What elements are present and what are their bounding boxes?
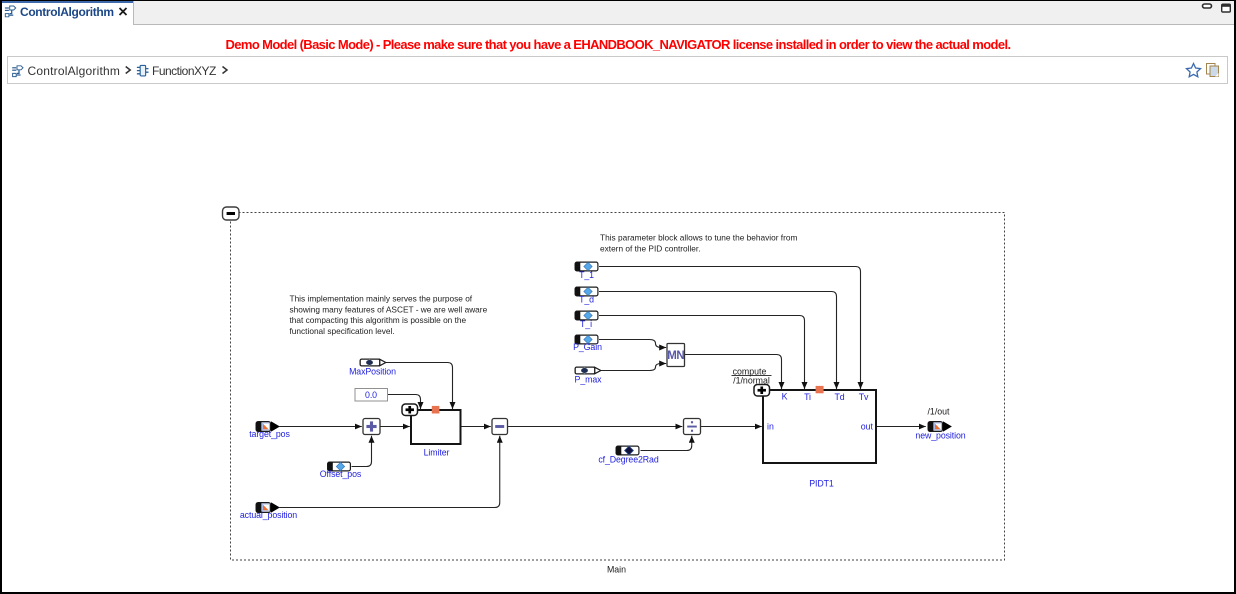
svg-text:PIDT1: PIDT1: [809, 479, 834, 489]
svg-text:T_1: T_1: [579, 270, 594, 280]
svg-text:This parameter block allows to: This parameter block allows to tune the …: [600, 233, 797, 243]
svg-text:K: K: [782, 392, 788, 402]
svg-text:showing many features of ASCET: showing many features of ASCET - we are …: [290, 304, 488, 314]
svg-text:in: in: [767, 422, 774, 432]
svg-text:T_i: T_i: [580, 319, 592, 329]
svg-text:P_max: P_max: [575, 375, 603, 385]
svg-text:Ti: Ti: [804, 392, 811, 402]
svg-text:functional specification level: functional specification level.: [290, 326, 395, 336]
svg-text:actual_position: actual_position: [240, 510, 297, 520]
svg-text:MaxPosition: MaxPosition: [349, 367, 396, 377]
svg-text:MN: MN: [667, 350, 684, 362]
svg-text:Offset_pos: Offset_pos: [320, 469, 362, 479]
svg-text:This implementation mainly ser: This implementation mainly serves the pu…: [290, 294, 473, 304]
svg-text:0.0: 0.0: [365, 390, 377, 400]
svg-text:Td: Td: [834, 392, 844, 402]
svg-text:Main: Main: [607, 565, 626, 575]
svg-text:extern of the PID controller.: extern of the PID controller.: [600, 243, 701, 253]
svg-text:/1/normal: /1/normal: [733, 376, 770, 386]
svg-text:T_d: T_d: [579, 295, 594, 305]
svg-text:out: out: [861, 422, 874, 432]
svg-text:P_Gain: P_Gain: [573, 342, 602, 352]
svg-text:that compacting this algorithm: that compacting this algorithm is possib…: [290, 315, 467, 325]
svg-text:Limiter: Limiter: [424, 448, 450, 458]
svg-text:Tv: Tv: [859, 392, 869, 402]
svg-text:/1/out: /1/out: [927, 407, 950, 417]
svg-text:new_position: new_position: [915, 431, 965, 441]
svg-text:compute: compute: [733, 367, 767, 377]
svg-text:target_pos: target_pos: [249, 429, 290, 439]
svg-text:cf_Degree2Rad: cf_Degree2Rad: [598, 455, 659, 465]
